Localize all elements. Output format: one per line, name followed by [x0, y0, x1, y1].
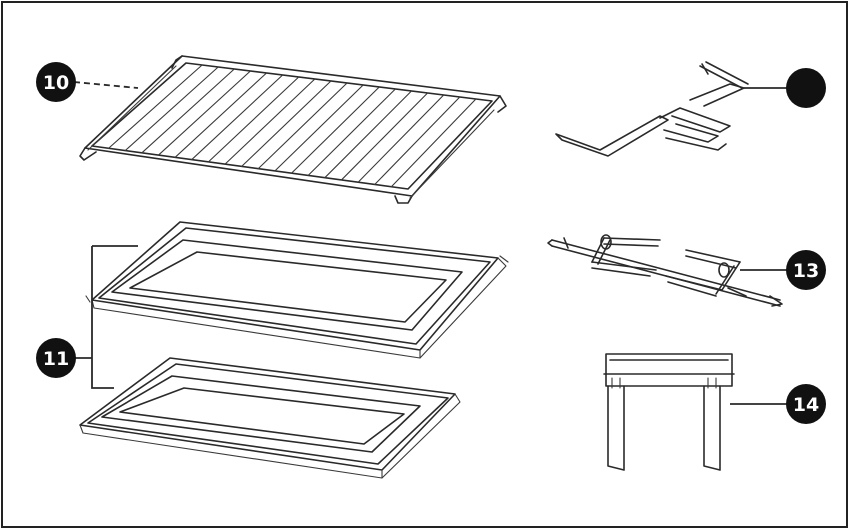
rack-wire [125, 67, 218, 151]
rack-wire [192, 75, 283, 160]
rack-wire [275, 85, 363, 171]
rack-wire [242, 81, 331, 166]
rack-wire [358, 95, 444, 182]
rack-wire [308, 89, 395, 175]
callout-label-14: 14 [793, 394, 819, 416]
rack-wire [175, 73, 266, 157]
rack-wire [341, 93, 427, 180]
rack-wire [225, 79, 315, 164]
baking-tray-large [86, 222, 508, 358]
callout-14: 14 [786, 384, 826, 424]
callout-13: 13 [786, 250, 826, 290]
rack-wire [258, 83, 347, 169]
rack-wire [325, 91, 412, 178]
wire-rack [80, 56, 506, 203]
rack-wire [292, 87, 380, 173]
callout-12 [786, 68, 826, 108]
callout-label-10: 10 [43, 72, 69, 94]
rack-wire [375, 97, 460, 184]
callout-label-11: 11 [43, 348, 69, 370]
rotisserie-forks [556, 62, 748, 156]
callout-10: 10 [36, 62, 76, 102]
callout-badge-12 [786, 68, 826, 108]
baking-tray-small [80, 358, 460, 478]
rack-wire [159, 71, 251, 155]
rack-wire [109, 65, 202, 148]
rack-wire [208, 77, 298, 162]
leader-lines [74, 82, 790, 404]
callout-11: 11 [36, 338, 76, 378]
rotisserie-handle [604, 354, 734, 470]
callout-label-13: 13 [793, 260, 819, 282]
